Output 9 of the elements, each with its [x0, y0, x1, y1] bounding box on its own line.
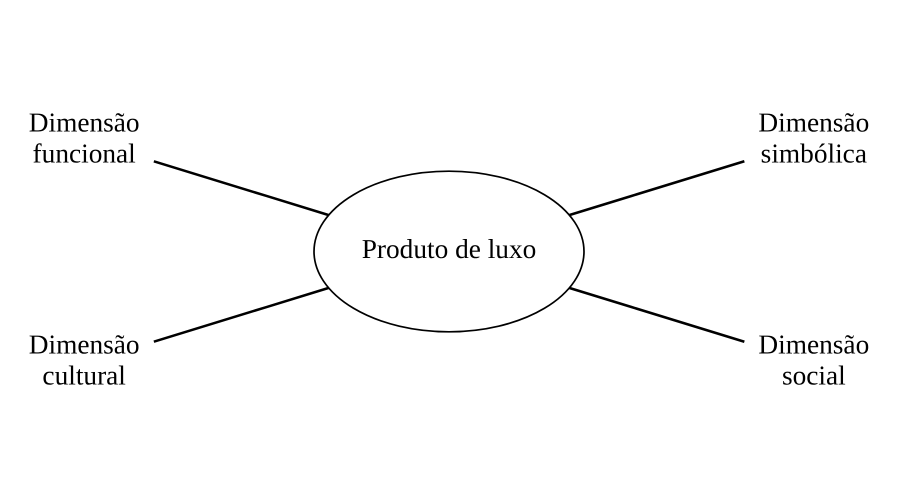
node-ellipse: Produto de luxo [313, 170, 585, 332]
node-text: Dimensão cultural [28, 329, 140, 390]
node-text: Dimensão simbólica [758, 107, 870, 168]
connector [153, 160, 329, 216]
connector [569, 286, 745, 342]
node-text: Dimensão funcional [28, 107, 140, 168]
node-text: Dimensão social [758, 329, 870, 390]
connector [153, 286, 329, 342]
connector [569, 160, 745, 216]
